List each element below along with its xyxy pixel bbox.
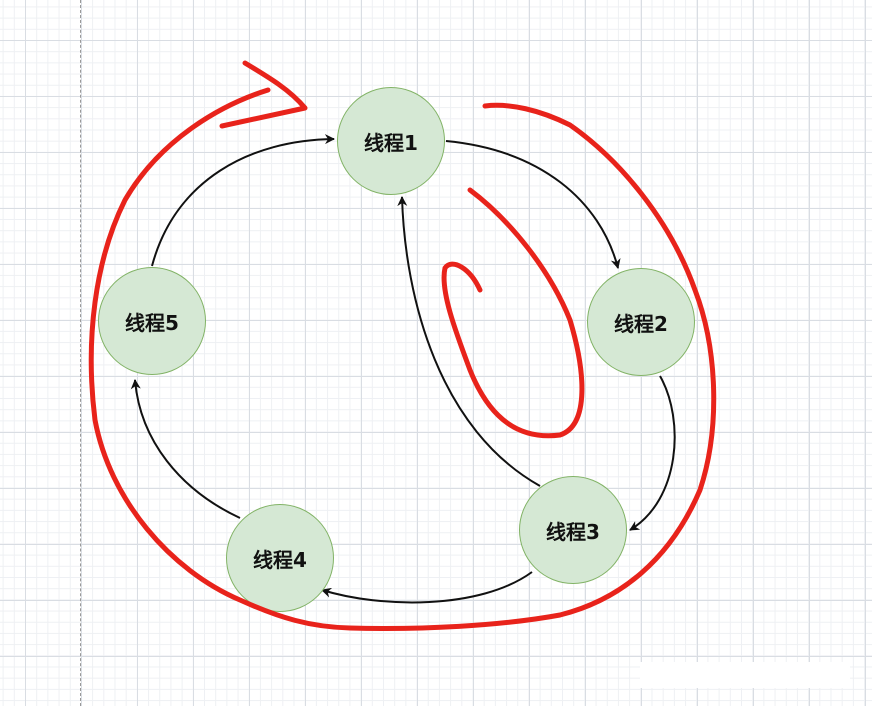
node-label: 线程4 [253,547,307,572]
edge-2-to-3 [629,375,676,531]
node-thread-5[interactable]: 线程5 [98,267,206,375]
node-label: 线程2 [614,311,668,336]
node-label: 线程3 [546,519,600,544]
edge-4-to-5 [130,379,241,519]
blank-patch [640,662,850,688]
edge-3-to-1 [397,196,541,487]
edge-1-to-2 [445,140,621,269]
edge-5-to-1 [151,134,335,267]
node-thread-4[interactable]: 线程4 [226,504,334,612]
page-boundary-line [80,0,81,706]
node-label: 线程5 [125,310,179,335]
edge-3-to-4 [321,571,533,604]
node-thread-3[interactable]: 线程3 [519,476,627,584]
node-label: 线程1 [364,130,418,155]
node-thread-2[interactable]: 线程2 [587,268,695,376]
node-thread-1[interactable]: 线程1 [337,87,445,195]
